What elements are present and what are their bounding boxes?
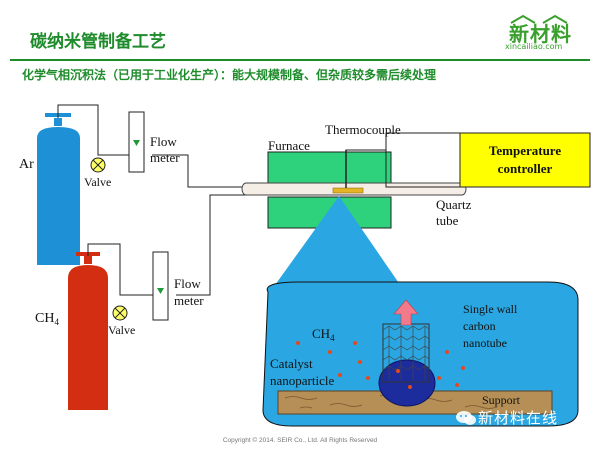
catalyst-label: nanoparticle <box>270 373 334 388</box>
quartz-label: tube <box>436 213 459 228</box>
sample-boat <box>332 187 364 194</box>
inset-ch4-label: CH4 <box>312 326 335 343</box>
temperature-controller-box <box>459 132 591 188</box>
thermocouple-label: Thermocouple <box>325 122 401 137</box>
furnace-upper-block <box>267 151 392 184</box>
brand-logo: 新材料 xincailiao.com <box>503 14 589 54</box>
ch4-gas-cylinder <box>68 252 108 410</box>
flow-meter-label: meter <box>150 150 180 165</box>
nanotube-label: Single wall <box>463 302 518 316</box>
wechat-icon <box>456 411 476 425</box>
ch4-molecules <box>296 341 465 389</box>
slide-subtitle: 化学气相沉积法（已用于工业化生产）：能大规模制备、但杂质较多需后续处理 <box>22 68 437 82</box>
valve-icon <box>90 157 106 173</box>
flow-meter-icon <box>152 251 169 321</box>
nanotube-label: carbon <box>463 319 496 333</box>
nanotube-label: nanotube <box>463 336 507 350</box>
ar-label: Ar <box>19 157 34 172</box>
title-rule <box>10 59 590 61</box>
flow-meter-label: Flow <box>150 134 177 149</box>
support-label: Support <box>482 393 521 407</box>
logo-text: 新材料 <box>509 22 572 46</box>
growth-arrow-icon <box>393 299 419 326</box>
valve-label: Valve <box>108 323 135 337</box>
logo-roof-icon <box>510 14 568 24</box>
flow-meter-label: Flow <box>174 276 201 291</box>
quartz-label: Quartz <box>436 197 472 212</box>
watermark-text: 新材料在线 <box>478 409 559 427</box>
temperature-controller-label: Temperature <box>489 143 561 158</box>
copyright-text: Copyright © 2014. SEIR Co., Ltd. All Rig… <box>222 437 378 444</box>
slide-title: 碳纳米管制备工艺 <box>30 32 166 52</box>
flow-meter-label: meter <box>174 293 204 308</box>
temperature-controller-label: controller <box>498 161 553 176</box>
valve-icon <box>112 305 128 321</box>
logo-url: xincailiao.com <box>505 42 563 51</box>
inset-panel <box>262 281 579 427</box>
flow-meter-icon <box>128 111 145 173</box>
furnace-label: Furnace <box>268 138 310 153</box>
zoom-cone <box>270 196 405 292</box>
ch4-label: CH4 <box>35 311 59 327</box>
valve-label: Valve <box>84 175 111 189</box>
ar-gas-cylinder <box>37 113 80 265</box>
catalyst-label: Catalyst <box>270 356 313 371</box>
